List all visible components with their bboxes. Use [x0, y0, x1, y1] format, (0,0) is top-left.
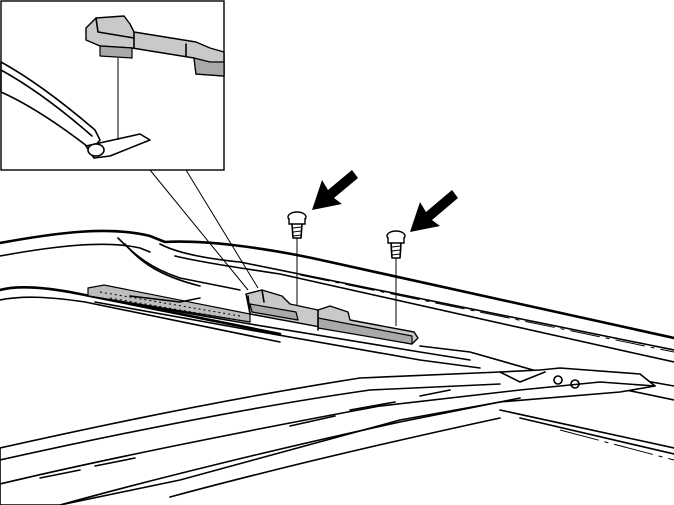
callout-lines — [149, 169, 259, 291]
arrow-2 — [410, 190, 458, 232]
screw-2 — [386, 230, 406, 326]
guide-bracket — [245, 289, 419, 345]
front-crossbar — [0, 367, 656, 505]
arrow-1 — [312, 170, 358, 210]
screw-1 — [287, 211, 307, 306]
detail-inset — [0, 0, 225, 171]
roof-frame — [0, 229, 674, 461]
